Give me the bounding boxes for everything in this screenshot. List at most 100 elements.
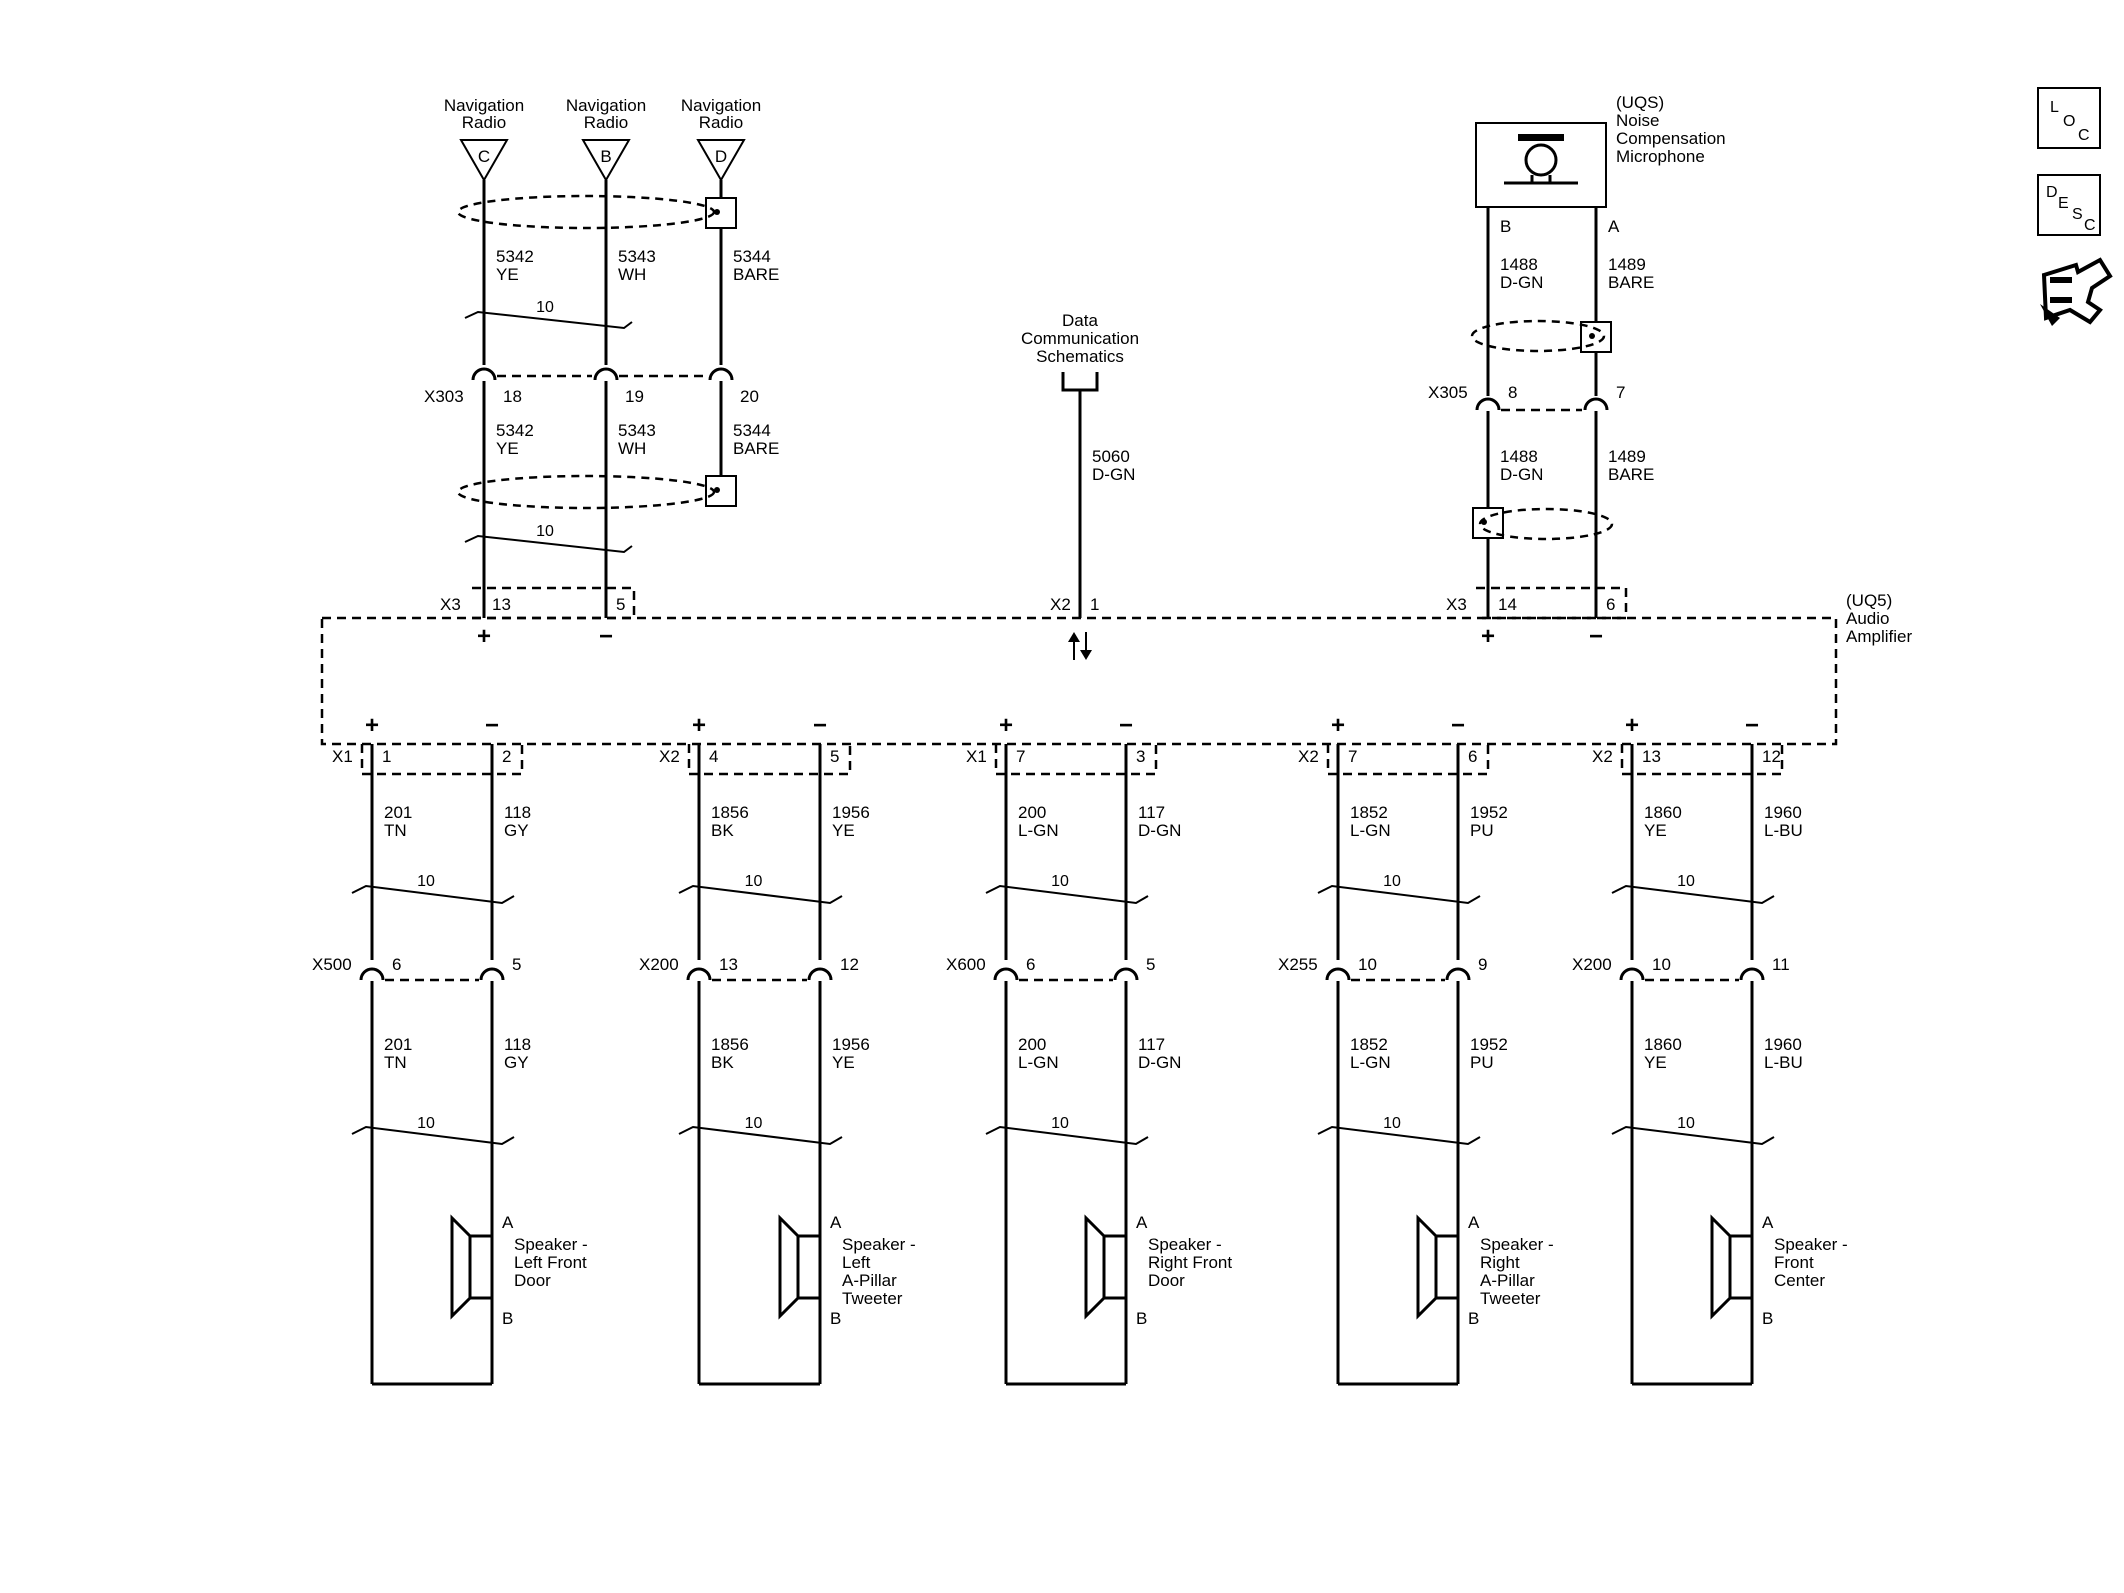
wire-negative-color-upper: PU [1470,821,1494,840]
inline-pin-cup-positive [359,967,385,981]
data-comm-line2: Communication [1021,329,1139,348]
amp-output-connector-label: X2 [1298,747,1319,766]
inline-pin-positive: 13 [719,955,738,974]
twist-label-upper: 10 [745,873,763,890]
twist-label-lower: 10 [1051,1115,1069,1132]
amplifier-line1: Audio [1846,609,1889,628]
wire-negative-color-upper: YE [832,821,855,840]
polarity-plus: + [692,712,706,739]
speaker-name-line: Left Front [514,1253,587,1272]
x2-data-pin-1: 1 [1090,595,1099,614]
x303-pin-19: 19 [625,387,644,406]
svg-text:O: O [2063,113,2075,130]
connector-x3-right-body [1476,586,1628,620]
speaker-icon [1710,1214,1754,1320]
wire-positive-circuit-upper: 1856 [711,803,749,822]
wire-1489-circuit-upper: 1489 [1608,255,1646,274]
twisted-pair-mark-lower [351,1125,515,1146]
connector-x305-label: X305 [1428,383,1468,402]
speaker-pin-a: A [1136,1213,1148,1232]
wire-1489-color-upper: BARE [1608,273,1654,292]
twist-label-lower: 10 [1677,1115,1695,1132]
wire-positive-color-lower: YE [1644,1053,1667,1072]
inline-pin-negative: 5 [1146,955,1155,974]
shield-lower [456,474,716,510]
speaker-icon [1416,1214,1460,1320]
inline-pin-cup-positive [1325,967,1351,981]
twisted-pair-mark-lower [1317,1125,1481,1146]
nav-source-b-name: Navigation [566,96,646,115]
amp-output-connector-label: X2 [1592,747,1613,766]
inline-pin-cup-positive [686,967,712,981]
wire-negative-circuit-lower: 1956 [832,1035,870,1054]
svg-text:C: C [2084,217,2096,234]
wire-5343-color-lower: WH [618,439,646,458]
polarity-minus: − [485,712,499,739]
speaker-name-line: Speaker - [1774,1235,1848,1254]
twisted-pair-mark-lower [985,1125,1149,1146]
inline-pin-cup-positive [1619,967,1645,981]
connector-repair-icon[interactable] [2040,257,2113,326]
wire-positive-circuit-lower: 1852 [1350,1035,1388,1054]
polarity-minus: − [813,712,827,739]
amp-output-pin-positive: 7 [1348,747,1357,766]
x303-pin-18-cup [471,367,497,381]
audio-amplifier: (UQ5) Audio Amplifier [320,591,1912,746]
wire-negative-color-lower: GY [504,1053,529,1072]
nav-pin-c: C [478,147,490,166]
navigation-radio-section: Navigation Radio Navigation Radio Naviga… [424,96,779,650]
twist-label-lower: 10 [1383,1115,1401,1132]
inline-connector-label: X500 [312,955,352,974]
shield-upper [456,194,716,230]
amp-output-connector [1620,744,1784,776]
speaker-name-line: Door [514,1271,551,1290]
speaker-pin-b: B [1136,1309,1147,1328]
twist-label-upper: 10 [1051,873,1069,890]
wire-5342-circuit-lower: 5342 [496,421,534,440]
mic-code: (UQS) [1616,93,1664,112]
twist-label-upper: 10 [417,873,435,890]
speaker-name-line: Left [842,1253,871,1272]
mic-line3: Microphone [1616,147,1705,166]
nav-input-triangle-b [581,139,631,183]
wire-negative-circuit-upper: 1960 [1764,803,1802,822]
nav-source-d-name2: Radio [699,113,743,132]
description-icon[interactable]: D E S C [2037,174,2101,236]
wire-negative-color-lower: YE [832,1053,855,1072]
amp-output-connector-label: X1 [966,747,987,766]
speaker-pin-a: A [1762,1213,1774,1232]
wire-5344-circuit-upper: 5344 [733,247,771,266]
wire-1489-circuit-lower: 1489 [1608,447,1646,466]
amp-output-connector-label: X2 [659,747,680,766]
wire-negative-circuit-lower: 1952 [1470,1035,1508,1054]
amp-output-pin-negative: 6 [1468,747,1477,766]
speaker-pin-a: A [830,1213,842,1232]
location-icon[interactable]: L O C [2037,87,2101,149]
wire-5344-color-lower: BARE [733,439,779,458]
twisted-pair-mark-lower [1611,1125,1775,1146]
shield-drain-box-lower [705,475,737,507]
polarity-plus: + [1625,712,1639,739]
wire-negative-color-lower: L-BU [1764,1053,1803,1072]
shield-drain-dot-lower [714,487,720,493]
amp-output-pin-negative: 2 [502,747,511,766]
amp-output-pin-negative: 5 [830,747,839,766]
wire-5060-color: D-GN [1092,465,1135,484]
twisted-pair-mark-upper [464,310,633,330]
wire-positive-color-lower: TN [384,1053,407,1072]
polarity-plus-nav: + [477,623,491,650]
inline-pin-negative: 11 [1772,955,1790,974]
nav-source-b-name2: Radio [584,113,628,132]
svg-text:E: E [2058,195,2069,212]
mic-drain-dot-upper [1589,333,1595,339]
data-comm-bracket [1061,372,1099,392]
wire-negative-circuit-upper: 117 [1138,803,1165,822]
wire-positive-circuit-upper: 201 [384,803,412,822]
x305-pin-8-cup [1475,397,1501,411]
x305-pin-7: 7 [1616,383,1625,402]
x3-right-pin-14: 14 [1498,595,1517,614]
wire-negative-circuit-upper: 118 [504,803,531,822]
